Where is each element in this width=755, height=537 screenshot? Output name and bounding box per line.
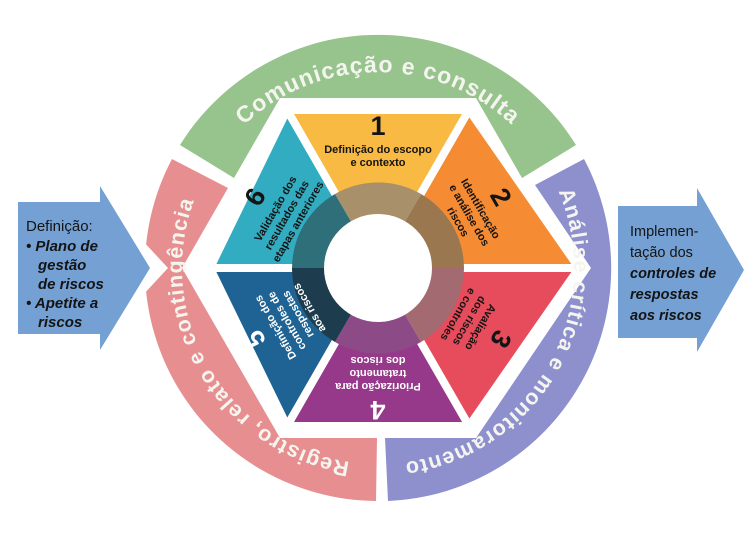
- arc-communication: [180, 34, 576, 179]
- segment-4-label: Priorização para: [334, 380, 420, 392]
- hub-center: [324, 214, 432, 322]
- right-arrow-line: Implemen-: [630, 224, 699, 240]
- segment-1-text: 1 Definição do escopo e contexto: [324, 111, 432, 169]
- hub-ring: [292, 182, 464, 354]
- segment-4-text: 4 Priorização para tratamento dos riscos: [334, 354, 420, 425]
- arc-analysis-monitoring: [385, 159, 612, 501]
- left-arrow-bullet-cont: gestão: [37, 257, 86, 274]
- left-arrow-bullet: • Apetite a: [26, 295, 98, 312]
- left-arc-arrow-notch: [142, 240, 168, 296]
- right-arrow-line: aos riscos: [630, 308, 702, 324]
- left-arrow-bullet: • Plano de: [26, 238, 98, 255]
- segment-4-label: dos riscos: [350, 354, 405, 366]
- left-arrow-bullet-cont: riscos: [38, 314, 82, 331]
- segment-1-label: Definição do escopo: [324, 144, 432, 156]
- right-arrow-line: controles de: [630, 266, 716, 282]
- left-arrow-heading: Definição:: [26, 218, 93, 235]
- segment-1-label: e contexto: [350, 157, 405, 169]
- segment-1-number: 1: [370, 111, 385, 141]
- right-arrow-line: tação dos: [630, 245, 693, 261]
- left-arrow-bullet-cont: de riscos: [38, 276, 104, 293]
- right-arrow: Implemen- tação dos controles de respost…: [618, 188, 744, 352]
- left-arrow: Definição: • Plano de gestão de riscos •…: [18, 186, 150, 350]
- outer-ring: [142, 34, 612, 501]
- arc-record-report: [144, 159, 377, 501]
- right-arrow-line: respostas: [630, 287, 699, 303]
- segment-4-number: 4: [370, 395, 385, 425]
- right-arrow-shape: [618, 188, 744, 352]
- segment-4-label: tratamento: [349, 367, 406, 379]
- left-arrow-shape: [18, 186, 150, 350]
